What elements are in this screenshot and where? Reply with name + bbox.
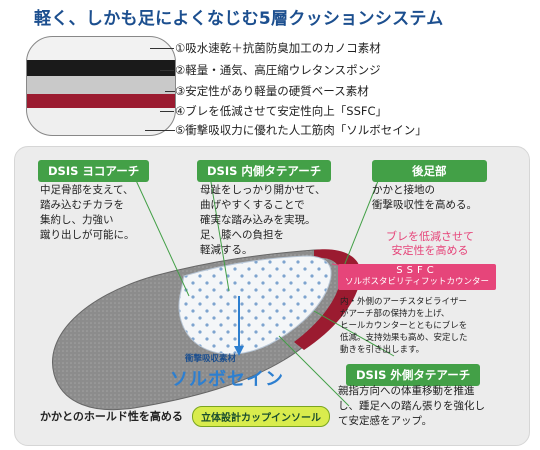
header-dsis-uchi: DSIS 内側タテアーチ (197, 160, 332, 182)
desc-dsis-yoko: 中足骨部を支えて、 踏み込むチカラを 集約し、力強い 蹴り出しが可能に。 (40, 184, 135, 241)
layer-band-5 (26, 108, 176, 136)
layer-label-5: ⑤衝撃吸収力に優れた人工筋肉「ソルボセイン」 (175, 123, 427, 137)
ssfc-label: SSFC (396, 265, 438, 276)
ssfc-badge: SSFC ソルボスタビリティフットカウンター (338, 264, 496, 290)
desc-kokotsu: かかと接地の 衝撃吸収性を高める。 (372, 184, 477, 211)
leader-line-3 (165, 91, 175, 92)
leader-line-2 (160, 70, 174, 71)
layer-label-4: ④ブレを低減させて安定性向上「SSFC」 (175, 104, 388, 118)
header-dsis-soto: DSIS 外側タテアーチ (346, 364, 481, 386)
sorbo-caption: 衝撃吸収素材 (185, 354, 237, 364)
desc-dsis-uchi: 母趾をしっかり開かせて、 曲げやすくすることで 確実な踏み込みを実現。 足、膝へ… (200, 184, 326, 256)
layer-label-1: ①吸水速乾＋抗菌防臭加工のカノコ素材 (175, 41, 381, 55)
layer-band-2 (26, 60, 176, 76)
header-kokotsu: 後足部 (372, 160, 487, 182)
layer-label-2: ②軽量・通気、高圧縮ウレタンスポンジ (175, 63, 381, 77)
layer-band-4 (26, 94, 176, 108)
hold-pill: 立体設計カップインソール (192, 406, 330, 427)
leader-line-5 (145, 130, 175, 131)
leader-line-4 (160, 111, 174, 112)
layer-band-3 (26, 76, 176, 94)
stability-callout: ブレを低減させて 安定性を高める (386, 230, 474, 257)
leader-line-1 (150, 48, 174, 49)
layer-label-3: ③安定性があり軽量の硬質ベース素材 (175, 84, 369, 98)
page-title: 軽く、しかも足によくなじむ5層クッションシステム (34, 9, 444, 29)
desc-stabilizer: 内・外側のアーチスタビライザー がアーチ部の保持力を上げ、 ヒールカウンターとと… (340, 297, 468, 355)
ssfc-sub: ソルボスタビリティフットカウンター (345, 277, 489, 287)
desc-dsis-soto: 親指方向への体重移動を推進 し、踵足への踏ん張りを強化し て安定感をアップ。 (338, 385, 485, 427)
sorbo-name: ソルボセイン (170, 369, 284, 390)
layer-cross-section (26, 36, 176, 136)
hold-text: かかとのホールド性を高める (40, 410, 183, 423)
header-dsis-yoko: DSIS ヨコアーチ (38, 160, 150, 182)
